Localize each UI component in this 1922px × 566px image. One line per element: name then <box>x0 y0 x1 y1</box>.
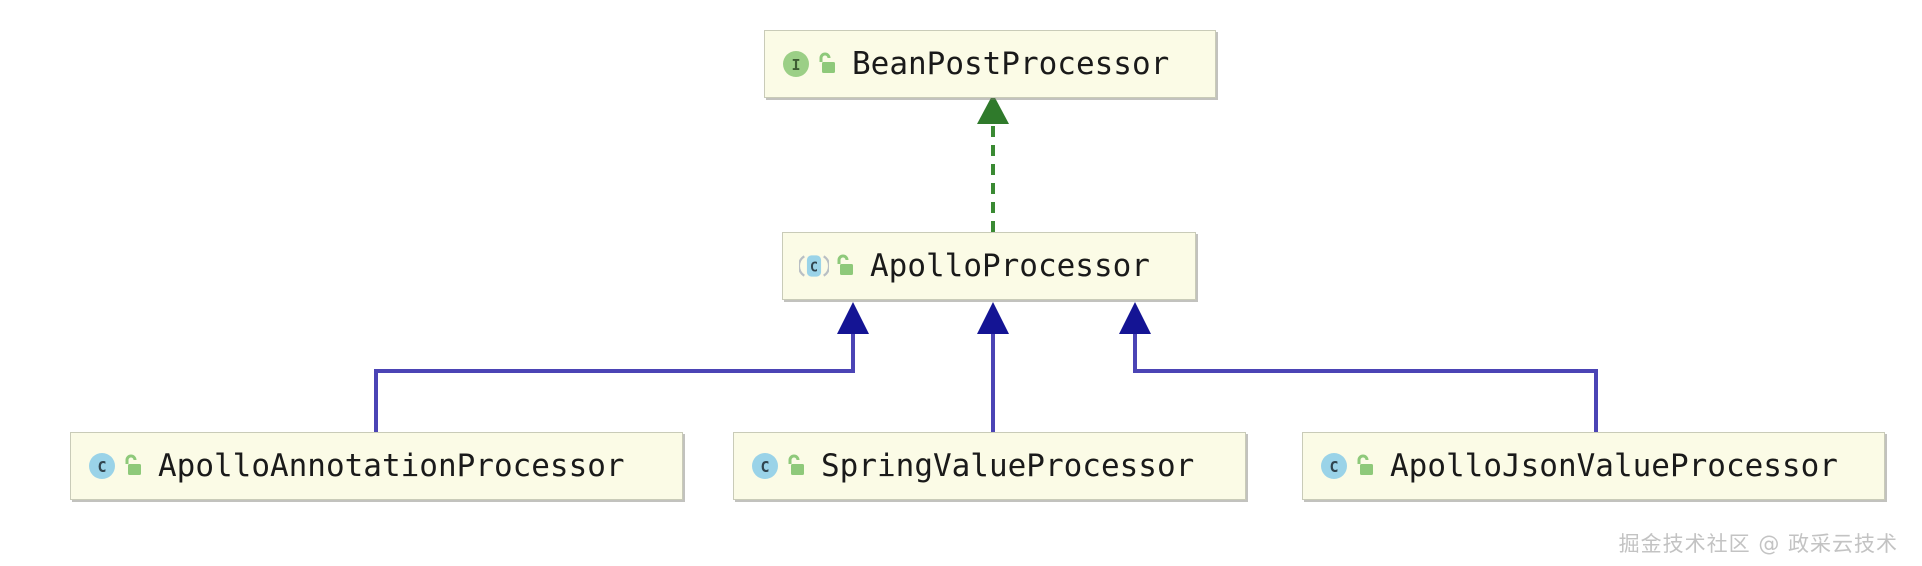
uml-node-label: ApolloProcessor <box>870 247 1150 284</box>
generalization-arrowhead-springvalue <box>977 302 1009 334</box>
uml-node-label: SpringValueProcessor <box>821 447 1195 484</box>
node-icon-group: C <box>87 451 144 481</box>
uml-node-apollojsonvalueprocessor[interactable]: C ApolloJsonValueProcessor <box>1302 432 1885 500</box>
node-icon-group: C <box>1319 451 1376 481</box>
watermark-text: 掘金技术社区 @ 政采云技术 <box>1618 532 1898 556</box>
realization-arrowhead <box>977 94 1009 124</box>
generalization-line-annotation <box>374 316 855 432</box>
svg-text:I: I <box>791 56 800 74</box>
uml-node-label: ApolloJsonValueProcessor <box>1390 447 1838 484</box>
uml-node-label: ApolloAnnotationProcessor <box>158 447 625 484</box>
interface-icon: I <box>781 49 811 79</box>
node-icon-group: C <box>799 251 856 281</box>
node-icon-group: C <box>750 451 807 481</box>
uml-node-apolloannotationprocessor[interactable]: C ApolloAnnotationProcessor <box>70 432 683 500</box>
edge-generalization-jsonvalue <box>1119 302 1598 432</box>
generalization-arrowhead-jsonvalue <box>1119 302 1151 334</box>
node-icon-group: I <box>781 49 838 79</box>
edge-generalization-springvalue <box>977 302 1009 432</box>
open-padlock-icon <box>122 453 144 479</box>
edge-realization-apollo-to-beanpost <box>977 94 1009 232</box>
svg-text:C: C <box>810 260 818 275</box>
open-padlock-icon <box>1354 453 1376 479</box>
abstract-class-icon: C <box>799 251 829 281</box>
class-icon: C <box>87 451 117 481</box>
class-icon: C <box>1319 451 1349 481</box>
uml-node-apolloprocessor[interactable]: C ApolloProcessor <box>782 232 1196 300</box>
class-icon: C <box>750 451 780 481</box>
uml-node-beanpostprocessor[interactable]: I BeanPostProcessor <box>764 30 1216 98</box>
svg-text:C: C <box>1329 458 1338 476</box>
generalization-arrowhead-annotation <box>837 302 869 334</box>
generalization-line-jsonvalue <box>1133 316 1598 432</box>
open-padlock-icon <box>834 253 856 279</box>
open-padlock-icon <box>785 453 807 479</box>
open-padlock-icon <box>816 51 838 77</box>
edge-generalization-annotation <box>374 302 869 432</box>
uml-node-label: BeanPostProcessor <box>852 45 1170 82</box>
svg-text:C: C <box>97 458 106 476</box>
svg-text:C: C <box>760 458 769 476</box>
uml-node-springvalueprocessor[interactable]: C SpringValueProcessor <box>733 432 1246 500</box>
